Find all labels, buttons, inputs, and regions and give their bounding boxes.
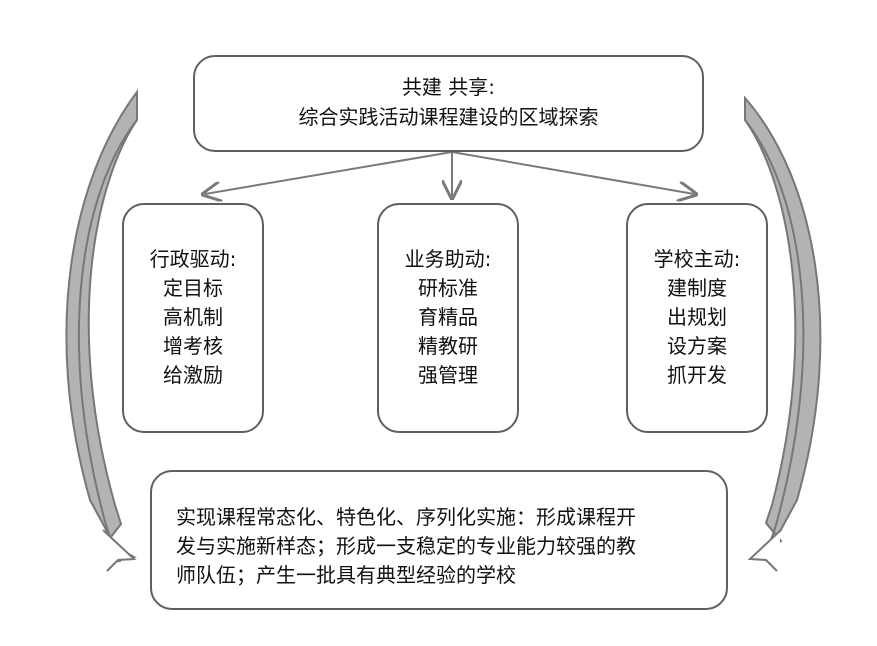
top-theme-box: 共建 共享: 综合实践活动课程建设的区域探索 bbox=[193, 55, 704, 152]
outcome-line: 发与实施新样态；形成一支稳定的专业能力较强的教 bbox=[176, 534, 636, 558]
outcome-line: 实现课程常态化、特色化、序列化实施：形成课程开 bbox=[176, 505, 636, 529]
right-arrowhead-icon bbox=[747, 529, 782, 572]
administrative-drive-title: 行政驱动: bbox=[149, 247, 237, 271]
right-curved-arrow-outline bbox=[744, 119, 805, 541]
connector-arrow-right bbox=[451, 151, 694, 194]
professional-support-item: 研标准 bbox=[418, 276, 478, 300]
professional-support-title: 业务助动: bbox=[404, 247, 492, 271]
connector-arrow-left bbox=[205, 151, 453, 194]
left-arrowhead-icon bbox=[102, 529, 137, 572]
left-curved-arrow bbox=[65, 89, 138, 563]
left-curved-arrow-outline bbox=[77, 119, 138, 541]
top-theme-title: 共建 共享: bbox=[401, 75, 496, 99]
school-initiative-title: 学校主动: bbox=[653, 247, 741, 271]
professional-support-box: 业务助动: 研标准 育精品 精教研 强管理 bbox=[377, 203, 519, 433]
school-initiative-item: 出规划 bbox=[667, 305, 727, 329]
school-initiative-item: 设方案 bbox=[667, 334, 727, 358]
outcome-box: 实现课程常态化、特色化、序列化实施：形成课程开 发与实施新样态；形成一支稳定的专… bbox=[150, 470, 728, 610]
professional-support-item: 精教研 bbox=[418, 334, 478, 358]
administrative-drive-box: 行政驱动: 定目标 高机制 增考核 给激励 bbox=[122, 203, 264, 433]
outcome-line: 师队伍；产生一批具有典型经验的学校 bbox=[176, 563, 516, 587]
professional-support-item: 育精品 bbox=[418, 305, 478, 329]
administrative-drive-item: 高机制 bbox=[163, 305, 223, 329]
administrative-drive-item: 定目标 bbox=[163, 276, 223, 300]
school-initiative-box: 学校主动: 建制度 出规划 设方案 抓开发 bbox=[626, 203, 768, 433]
top-theme-subtitle: 综合实践活动课程建设的区域探索 bbox=[298, 105, 599, 129]
school-initiative-item: 建制度 bbox=[667, 276, 727, 300]
administrative-drive-item: 增考核 bbox=[163, 334, 223, 358]
school-initiative-item: 抓开发 bbox=[667, 363, 727, 387]
professional-support-item: 强管理 bbox=[418, 363, 478, 387]
administrative-drive-item: 给激励 bbox=[163, 363, 223, 387]
